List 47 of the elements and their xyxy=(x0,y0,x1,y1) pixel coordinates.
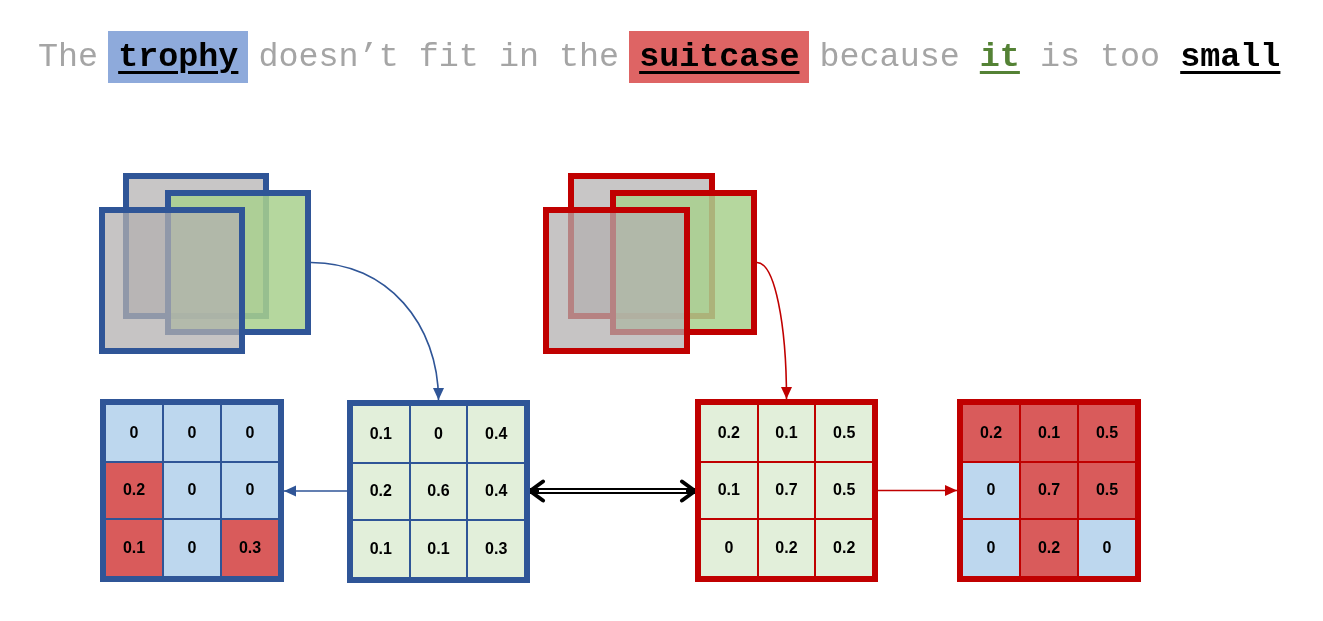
matrix-cell: 0.6 xyxy=(410,463,467,520)
matrix-cell: 0.2 xyxy=(353,463,409,520)
matrix-cell: 0.4 xyxy=(468,463,524,520)
matrix-cell: 0.2 xyxy=(963,405,1019,461)
stacked-square xyxy=(543,207,690,354)
matrix-cell: 0.1 xyxy=(106,520,162,576)
matrix-cell: 0.2 xyxy=(106,462,162,519)
matrix-cell: 0 xyxy=(164,462,220,519)
matrix-cell: 0 xyxy=(410,406,467,462)
matrix-cell: 0.3 xyxy=(468,521,524,577)
matrix-grid xyxy=(957,399,1141,582)
matrix-cell: 0 xyxy=(106,405,162,461)
matrix-grid xyxy=(347,400,530,583)
matrix-cell: 0.5 xyxy=(1079,462,1135,519)
arrow xyxy=(877,485,958,496)
matrix-cell: 0.1 xyxy=(1021,405,1077,461)
matrix-cell: 0.1 xyxy=(758,405,815,461)
arrow xyxy=(283,485,348,497)
matrix-cell: 0.5 xyxy=(816,405,872,461)
matrix-cell: 0.1 xyxy=(353,406,409,462)
title-sentence: The trophy doesn’t fit in the suitcase because it is too small xyxy=(38,30,1281,84)
matrix-cell: 0.2 xyxy=(1021,520,1077,576)
matrix-cell: 0 xyxy=(963,520,1019,576)
matrix-cell: 0.4 xyxy=(468,406,524,462)
matrix-cell: 0 xyxy=(222,405,278,461)
matrix-cell: 0.2 xyxy=(758,520,815,576)
matrix-cell: 0.1 xyxy=(701,462,757,519)
matrix-cell: 0 xyxy=(164,520,220,576)
matrix-cell: 0.1 xyxy=(353,521,409,577)
matrix-cell: 0.7 xyxy=(1021,462,1077,519)
matrix-cell: 0 xyxy=(164,405,220,461)
matrix-cell: 0.2 xyxy=(816,520,872,576)
matrix-cell: 0 xyxy=(701,520,757,576)
stacked-square xyxy=(99,207,245,354)
matrix-grid xyxy=(695,399,878,582)
matrix-cell: 0.5 xyxy=(1079,405,1135,461)
matrix-cell: 0.1 xyxy=(410,521,467,577)
curved-arrow xyxy=(756,261,792,400)
matrix-cell: 0.3 xyxy=(222,520,278,576)
matrix-cell: 0.7 xyxy=(758,462,815,519)
matrix-cell: 0.5 xyxy=(816,462,872,519)
matrix-cell: 0 xyxy=(963,462,1019,519)
matrix-cell: 0 xyxy=(1079,520,1135,576)
matrix-cell: 0.2 xyxy=(701,405,757,461)
matrix-cell: 0 xyxy=(222,462,278,519)
curved-arrow xyxy=(310,261,444,401)
matrix-grid xyxy=(100,399,284,582)
